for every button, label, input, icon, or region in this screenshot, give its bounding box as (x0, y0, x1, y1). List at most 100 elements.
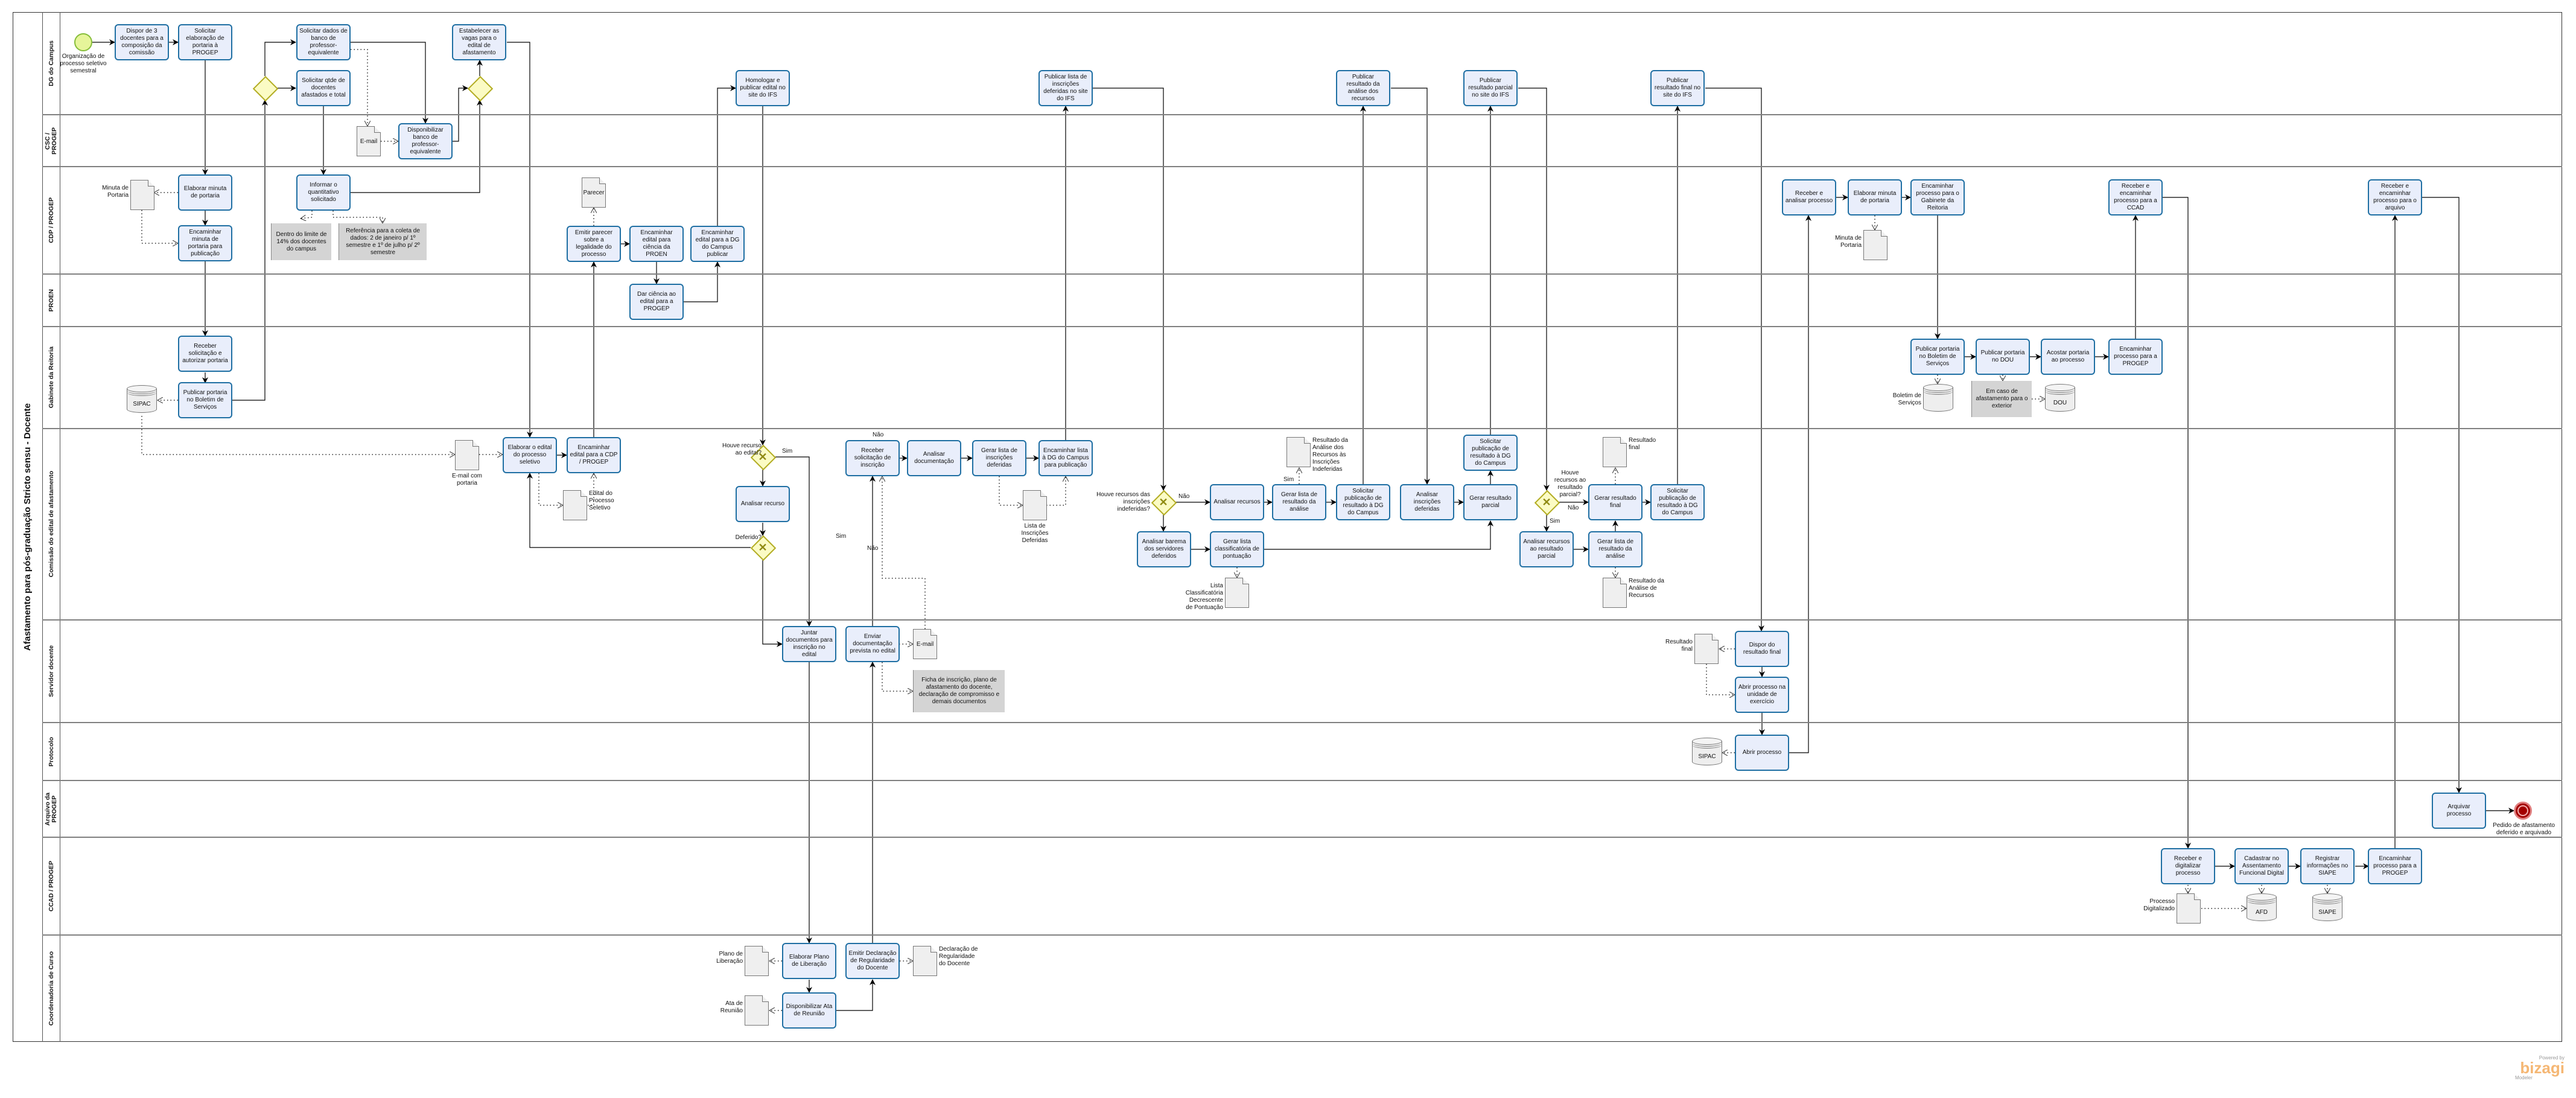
task-t44[interactable]: Analisar inscrições deferidas (1400, 484, 1454, 520)
task-t8[interactable]: Informar o quantitativo solicitado (296, 174, 351, 211)
task-t22[interactable]: Elaborar minuta de portaria (1848, 179, 1902, 215)
task-t61[interactable]: Encaminhar processo para a PROGEP (2368, 848, 2422, 884)
exclusive-gateway-x1: ✕ (750, 444, 777, 471)
task-t6[interactable]: Elaborar minuta de portaria (178, 174, 232, 211)
task-t38[interactable]: Enviar documentação prevista no edital (845, 626, 900, 662)
task-label: Elaborar minuta de portaria (1853, 190, 1897, 204)
task-t43[interactable]: Solicitar publicação de resultado à DG d… (1336, 484, 1390, 520)
task-t19[interactable]: Publicar resultado parcial no site do IF… (1463, 70, 1518, 106)
task-t23[interactable]: Encaminhar processo para o Gabinete da R… (1910, 179, 1965, 215)
task-t34[interactable]: Receber solicitação de inscrição (845, 440, 900, 476)
db-ring (127, 389, 157, 396)
task-t26[interactable]: Acostar portaria ao processo (2041, 339, 2095, 375)
task-t52[interactable]: Abrir processo na unidade de exercício (1735, 677, 1789, 713)
task-t4[interactable]: Solicitar qtde de docentes afastados e t… (296, 70, 351, 106)
lane-label: Servidor docente (47, 645, 55, 697)
task-t16[interactable]: Homologar e publicar edital no site do I… (736, 70, 790, 106)
task-label: Receber e encaminhar processo para a CCA… (2114, 183, 2157, 211)
task-label: Encaminhar lista à DG do Campus para pub… (1042, 447, 1089, 468)
lane-divider (42, 722, 2562, 723)
task-t14[interactable]: Encaminhar edital para a DG do Campus pu… (690, 226, 745, 262)
task-t11[interactable]: Estabelecer as vagas para o edital de af… (452, 24, 506, 60)
task-t45[interactable]: Gerar resultado parcial (1463, 484, 1518, 520)
task-t47[interactable]: Gerar resultado final (1588, 484, 1643, 520)
task-t54[interactable]: Elaborar Plano de Liberação (782, 943, 836, 979)
task-t50[interactable]: Solicitar publicação de resultado à DG d… (1650, 484, 1705, 520)
flow-condition-label: Sim (836, 533, 847, 540)
task-t29[interactable]: Receber e encaminhar processo para o arq… (2368, 179, 2422, 215)
task-label: Solicitar publicação de resultado à DG d… (1343, 488, 1384, 516)
task-t10[interactable]: Publicar portaria no Boletim de Serviços (178, 382, 232, 418)
task-t36[interactable]: Gerar lista de inscrições deferidas (972, 440, 1026, 476)
task-t3[interactable]: Solicitar dados de banco de professor-eq… (296, 24, 351, 60)
datastore-label-s4: SIPAC (1698, 753, 1716, 760)
task-t40[interactable]: Analisar barema dos servidores deferidos (1137, 531, 1191, 567)
task-label: Disponibilizar banco de professor-equiva… (407, 127, 444, 155)
lane-header-ccad: CCAD / PROGEP (42, 837, 60, 935)
product-name: Modeler (2515, 1075, 2533, 1080)
task-t39[interactable]: Analisar recursos (1210, 484, 1264, 520)
document-fold (599, 177, 606, 184)
task-t30[interactable]: Elaborar o edital do processo seletivo (503, 437, 557, 473)
task-t31[interactable]: Encaminhar edital para a CDP / PROGEP (567, 437, 621, 473)
task-t9[interactable]: Receber solicitação e autorizar portaria (178, 336, 232, 372)
task-t2[interactable]: Solicitar elaboração de portaria à PROGE… (178, 24, 232, 60)
task-label: Encaminhar minuta de portaria para publi… (188, 229, 223, 257)
task-t55[interactable]: Emitir Declaração de Regularidade do Doc… (845, 943, 900, 979)
task-t48[interactable]: Analisar recursos ao resultado parcial (1519, 531, 1574, 567)
logo-text: bizagi (2520, 1059, 2565, 1077)
task-t37[interactable]: Encaminhar lista à DG do Campus para pub… (1038, 440, 1093, 476)
task-t46[interactable]: Solicitar publicação de resultado à DG d… (1463, 435, 1518, 471)
task-label: Publicar portaria no Boletim de Serviços (183, 389, 227, 410)
task-t25[interactable]: Publicar portaria no DOU (1976, 339, 2030, 375)
task-t59[interactable]: Cadastrar no Assentamento Funcional Digi… (2234, 848, 2289, 884)
lane-header-serv: Servidor docente (42, 620, 60, 723)
db-ring (1923, 388, 1953, 395)
task-label: Acostar portaria ao processo (2046, 350, 2090, 363)
task-t56[interactable]: Disponibilizar Ata de Reunião (782, 992, 836, 1029)
database-icon: AFD (2247, 893, 2277, 924)
task-t18[interactable]: Publicar resultado da análise dos recurs… (1336, 70, 1390, 106)
task-t21[interactable]: Receber e analisar processo (1782, 179, 1836, 215)
lane-label: DG do Campus (47, 40, 55, 86)
flow-condition-label: Não (1568, 505, 1579, 511)
task-t5[interactable]: Disponibilizar banco de professor-equiva… (398, 123, 453, 159)
task-label: Receber e encaminhar processo para o arq… (2373, 183, 2417, 211)
task-t33[interactable]: Juntar documentos para inscrição no edit… (782, 626, 836, 662)
task-label: Juntar documentos para inscrição no edit… (786, 630, 833, 658)
task-t17[interactable]: Publicar lista de inscrições deferidas n… (1038, 70, 1093, 106)
task-t1[interactable]: Dispor de 3 docentes para a composição d… (115, 24, 169, 60)
task-t7[interactable]: Encaminhar minuta de portaria para publi… (178, 225, 232, 261)
lane-header-proen: PROEN (42, 274, 60, 327)
document-label-d17: Processo Digitalizado (2143, 898, 2175, 912)
task-t60[interactable]: Registrar informações no SIAPE (2300, 848, 2355, 884)
task-t32[interactable]: Analisar recurso (736, 486, 790, 522)
task-t58[interactable]: Receber e digitalizar processo (2161, 848, 2215, 884)
task-label: Elaborar o edital do processo seletivo (507, 444, 552, 465)
task-label: Informar o quantitativo solicitado (308, 182, 339, 203)
task-t53[interactable]: Abrir processo (1735, 735, 1789, 771)
task-t15[interactable]: Dar ciência ao edital para a PROGEP (629, 284, 684, 320)
task-t41[interactable]: Gerar lista classificatória de pontuação (1210, 531, 1264, 567)
task-t35[interactable]: Analisar documentação (907, 440, 961, 476)
document-label-d1: Minuta de Portaria (102, 185, 129, 199)
task-t13[interactable]: Encaminhar edital para ciência da PROEN (629, 226, 684, 262)
task-t24[interactable]: Publicar portaria no Boletim de Serviços (1910, 339, 1965, 375)
task-label: Receber e analisar processo (1785, 190, 1833, 204)
document-label-d12: Resultado final (1665, 639, 1693, 653)
task-t42[interactable]: Gerar lista de resultado da análise (1272, 484, 1326, 520)
task-t12[interactable]: Emitir parecer sobre a legalidade do pro… (567, 226, 621, 262)
task-t27[interactable]: Encaminhar processo para a PROGEP (2108, 339, 2163, 375)
task-label: Analisar recursos ao resultado parcial (1523, 538, 1570, 560)
task-t57[interactable]: Arquivar processo (2432, 793, 2486, 829)
lane-divider (42, 114, 2562, 115)
database-icon: DOU (2045, 384, 2075, 414)
task-t51[interactable]: Dispor do resultado final (1735, 631, 1789, 667)
task-t20[interactable]: Publicar resultado final no site do IFS (1650, 70, 1705, 106)
task-t49[interactable]: Gerar lista de resultado da análise (1588, 531, 1643, 567)
annotation-a1: Dentro do limite de 14% dos docentes do … (271, 223, 331, 260)
task-t28[interactable]: Receber e encaminhar processo para a CCA… (2108, 179, 2163, 215)
flow-condition-label: Não (873, 432, 884, 438)
task-label: Analisar documentação (914, 451, 954, 465)
document-label-d8: Lista Classificatória Decrescente de Pon… (1185, 583, 1223, 611)
